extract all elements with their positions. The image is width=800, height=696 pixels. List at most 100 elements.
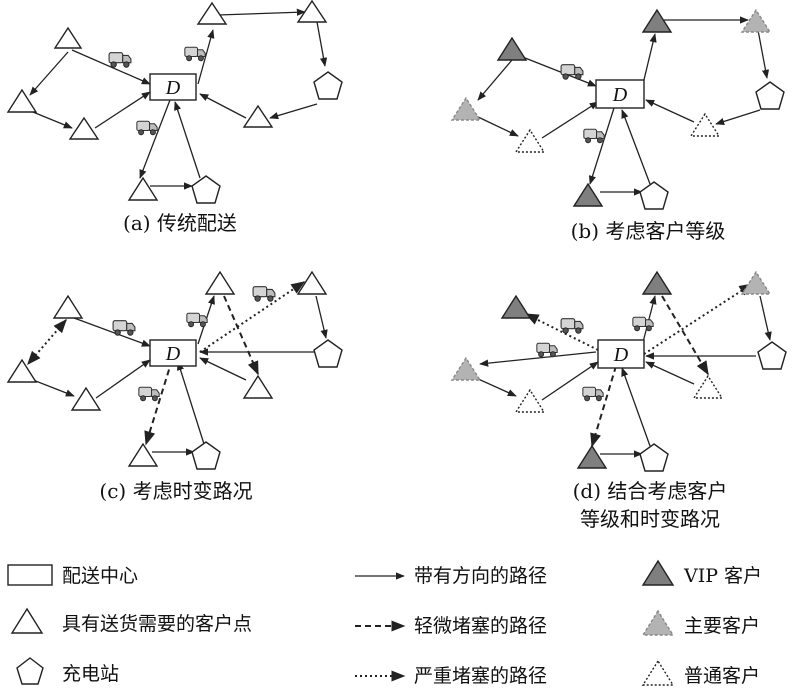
route: [477, 59, 513, 101]
station-pentagon: [639, 181, 669, 210]
vip-customer: [641, 270, 673, 295]
route: [479, 351, 597, 367]
customer-triangle: [6, 358, 38, 383]
customer-triangle: [242, 374, 274, 399]
light-congestion-route: [661, 295, 709, 376]
depot-box: [149, 339, 197, 367]
route: [199, 93, 247, 119]
depot-label: D: [613, 344, 629, 366]
route: [139, 99, 171, 179]
truck-icon: [583, 128, 605, 144]
route: [199, 357, 247, 381]
customer-triangle: [6, 88, 38, 113]
ordinary-customer: [514, 128, 546, 153]
major-customer: [740, 8, 772, 33]
route: [519, 55, 597, 87]
vip-customer: [500, 294, 532, 319]
vip-customer: [572, 182, 604, 207]
caption-d-line1: (d) 结合考虑客户: [573, 479, 728, 503]
panel-d: D (d) 结合考虑客户 等级和时变路况: [450, 270, 787, 531]
light-congestion-route: [590, 365, 617, 448]
station-pentagon: [191, 441, 221, 470]
route: [94, 91, 151, 129]
truck-icon: [108, 52, 132, 68]
caption-d-line2: 等级和时变路况: [580, 507, 720, 531]
route: [759, 295, 772, 341]
ordinary-customer: [689, 112, 721, 137]
route: [73, 317, 151, 347]
station-pentagon: [313, 71, 343, 100]
vip-customer: [496, 36, 528, 61]
caption-b: (b) 考虑客户等级: [571, 219, 726, 243]
panel-b: D (b) 考虑客户等级: [450, 8, 785, 243]
major-customer: [740, 270, 772, 295]
legend-depot: 配送中心: [62, 565, 138, 587]
legend-customer: 具有送货需要的客户点: [62, 613, 252, 635]
route: [645, 361, 695, 385]
route: [315, 295, 328, 339]
heavy-congestion-route: [643, 283, 754, 355]
vip-triangle-icon: [641, 559, 675, 586]
light-congestion-route: [144, 359, 173, 446]
route: [588, 107, 615, 185]
route: [541, 361, 599, 401]
station-pentagon: [639, 443, 669, 472]
truck-icon: [138, 386, 160, 402]
legend-major: 主要客户: [684, 615, 760, 637]
major-customer: [450, 356, 482, 381]
customer-triangle: [296, 270, 328, 295]
vip-customer: [576, 444, 608, 469]
legend-ordinary: 普通客户: [684, 665, 760, 687]
customer-triangle: [242, 104, 274, 128]
route: [757, 29, 770, 79]
light-congestion-route: [223, 295, 259, 376]
station-pentagon: [755, 81, 785, 110]
customer-triangle: [196, 1, 228, 25]
depot-box: [595, 79, 645, 109]
route: [27, 109, 73, 129]
legend-light: 轻微堵塞的路径: [414, 615, 547, 637]
route: [71, 49, 151, 85]
vip-customer: [641, 8, 673, 33]
route: [645, 99, 695, 123]
legend-heavy: 严重堵塞的路径: [414, 665, 547, 687]
truck-icon: [112, 320, 136, 336]
legend-station: 充电站: [62, 663, 119, 685]
route: [95, 359, 151, 399]
heavy-congestion-route: [27, 318, 67, 366]
depot-box: [597, 339, 645, 369]
ordinary-customer: [692, 374, 724, 399]
customer-triangle: [204, 270, 236, 295]
route: [641, 33, 657, 89]
customer-triangle: [52, 294, 84, 319]
route: [174, 101, 201, 179]
ordinary-triangle-icon: [641, 659, 675, 686]
truck-icon: [536, 342, 558, 358]
route: [541, 101, 599, 139]
depot-label: D: [165, 77, 181, 99]
truck-icon: [560, 318, 584, 334]
customer-triangle: [127, 442, 159, 467]
route: [621, 367, 651, 447]
station-pentagon: [313, 339, 343, 368]
route: [715, 109, 761, 125]
truck-icon: [136, 120, 158, 136]
depot-label: D: [612, 84, 628, 106]
route: [269, 103, 318, 120]
route: [177, 361, 205, 445]
customer-triangle: [127, 176, 159, 201]
square-icon: [7, 564, 53, 586]
station-pentagon: [191, 175, 221, 204]
heavy-congestion-route: [524, 313, 599, 351]
panel-a: D (a) 传统配送: [6, 0, 343, 235]
truck-icon: [184, 46, 206, 62]
major-triangle-icon: [641, 609, 675, 636]
caption-c: (c) 考虑时变路况: [99, 479, 252, 503]
pentagon-icon: [16, 657, 44, 685]
major-customer: [450, 96, 482, 121]
truck-icon: [252, 286, 276, 302]
triangle-icon: [10, 607, 44, 634]
heavy-congestion-route: [199, 281, 306, 353]
depot-box: [149, 73, 197, 101]
